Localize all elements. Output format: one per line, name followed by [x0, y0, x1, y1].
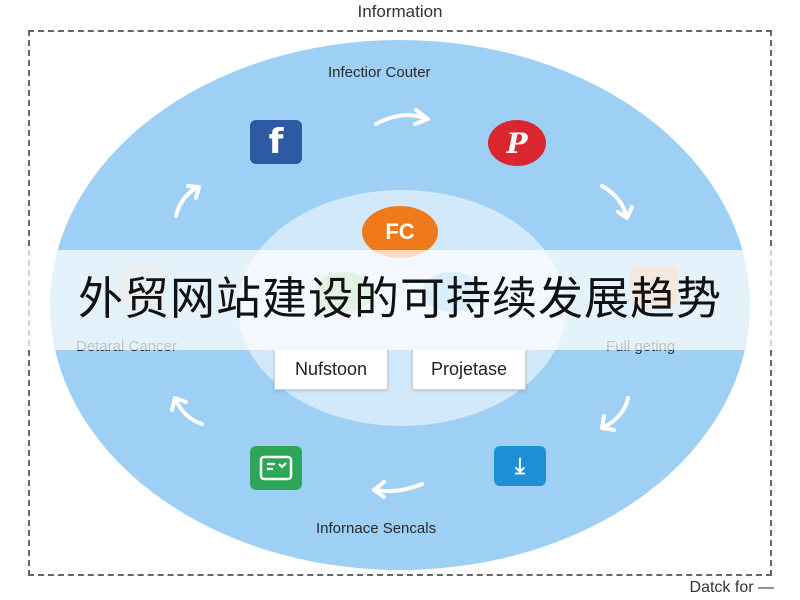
arrow-top-icon: [374, 108, 430, 126]
card-icon: [250, 446, 302, 490]
arrow-topright-icon: [600, 184, 634, 220]
title-banner: [0, 250, 800, 350]
center-chip-left: Nufstoon: [274, 348, 388, 390]
arrow-bottom-icon: [372, 480, 424, 499]
center-chip-right: Projetase: [412, 348, 526, 390]
arrow-topleft-icon: [174, 184, 201, 218]
card-icon-glyph: [259, 455, 293, 481]
ring-label-top: Infectior Couter: [328, 64, 431, 81]
banner-title: 外贸网站建设的可持续发展趋势: [77, 272, 722, 325]
ring-label-bottom: Infornace Sencals: [316, 520, 437, 537]
diagram-title: Information: [357, 2, 443, 21]
facebook-icon: f: [250, 120, 302, 164]
arrow-bottomright-icon: [600, 396, 630, 432]
download-icon: ⤓: [494, 446, 546, 486]
pinterest-icon: P: [488, 120, 546, 166]
footer-note: Datck for —: [689, 579, 774, 596]
arrow-bottomleft-icon: [170, 396, 204, 426]
center-badge: FC: [362, 206, 438, 258]
